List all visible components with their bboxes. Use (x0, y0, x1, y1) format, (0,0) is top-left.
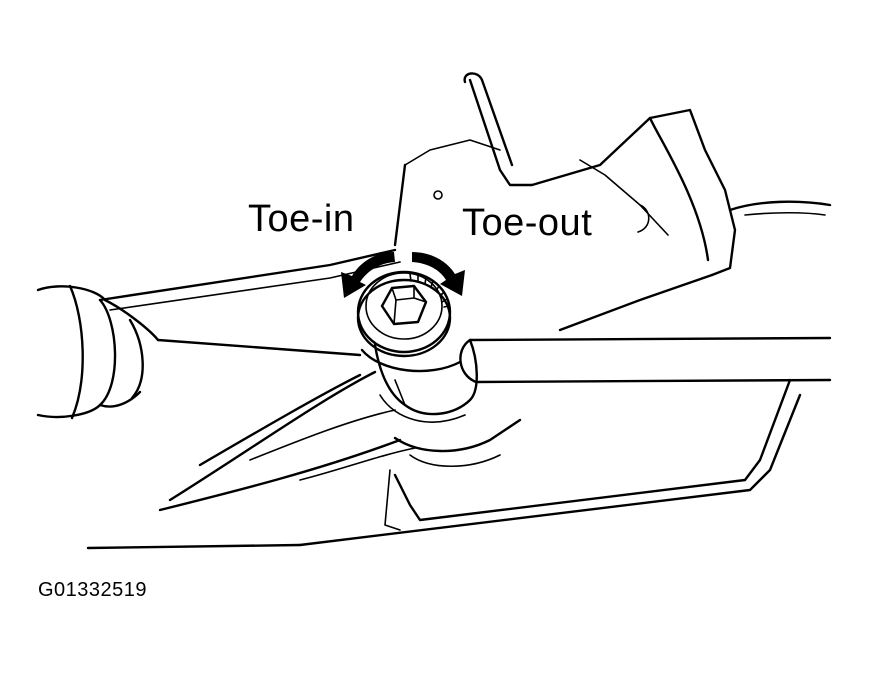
adjusting-bolt (380, 284, 428, 326)
upper-bracket (393, 72, 737, 277)
figure-code: G01332519 (38, 579, 148, 601)
lower-arm (98, 248, 522, 512)
rotation-arrows (341, 252, 465, 298)
bushing-housing (360, 338, 478, 423)
toe-out-label: Toe-out (462, 202, 593, 244)
toe-in-label: Toe-in (248, 198, 355, 240)
tie-rod (459, 336, 832, 384)
toe-out-arrow (412, 252, 465, 296)
cam-washer (356, 270, 452, 358)
toe-in-arrow (341, 252, 395, 298)
frame-rails (86, 200, 832, 550)
steering-boot (36, 284, 160, 420)
